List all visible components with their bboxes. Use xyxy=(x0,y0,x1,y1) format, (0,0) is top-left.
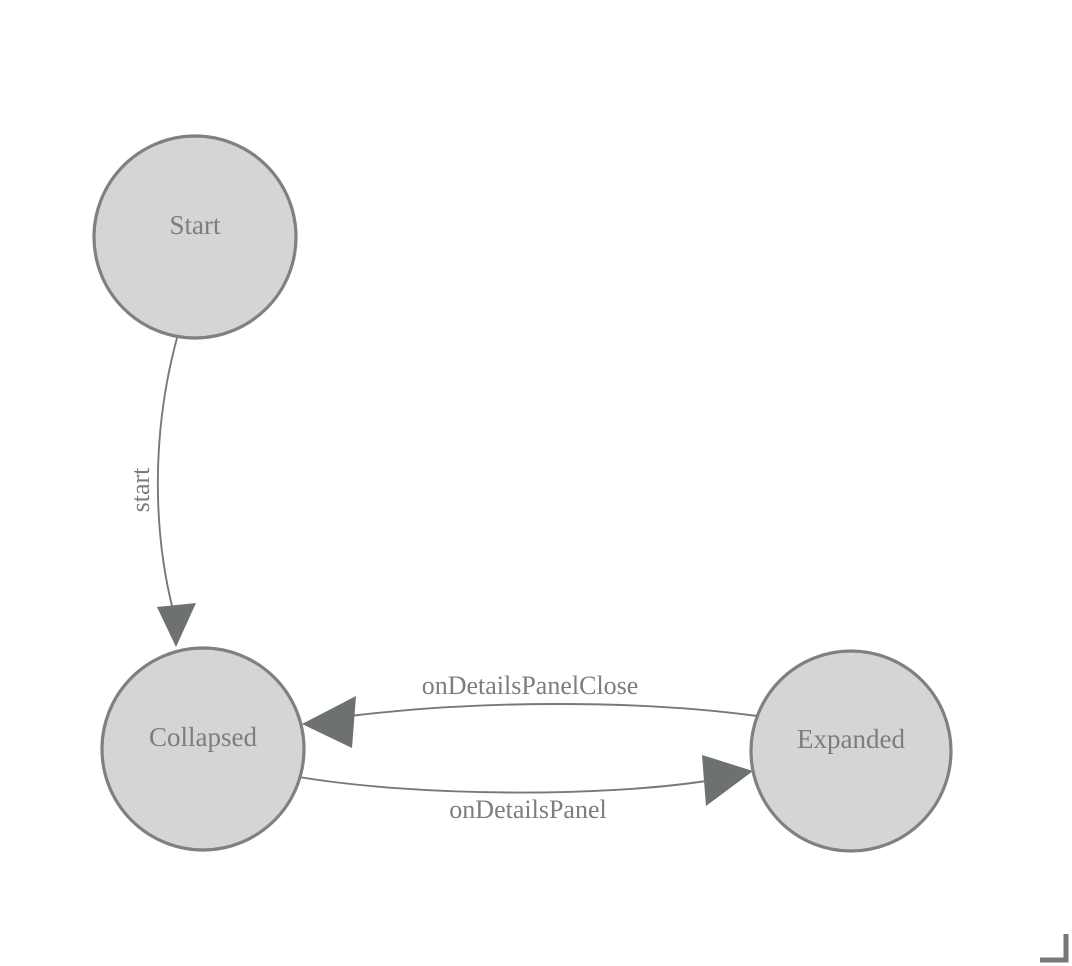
edge-path-collapsed-to-expanded xyxy=(298,776,707,794)
edge-expanded-to-collapsed[interactable]: onDetailsPanelClose xyxy=(302,671,758,748)
edge-label-start: start xyxy=(126,467,155,513)
arrowhead-into-expanded-left xyxy=(702,755,753,806)
edge-label-on-details-panel-close: onDetailsPanelClose xyxy=(422,671,639,700)
node-expanded-circle xyxy=(749,649,953,853)
node-start-label: Start xyxy=(170,210,221,240)
edge-start-to-collapsed[interactable]: start xyxy=(126,337,196,647)
node-expanded-label: Expanded xyxy=(797,724,905,754)
edge-path-start-to-collapsed xyxy=(156,337,178,615)
edge-collapsed-to-expanded[interactable]: onDetailsPanel xyxy=(298,755,753,824)
node-collapsed-circle xyxy=(100,646,306,852)
resize-handle-icon[interactable] xyxy=(1040,934,1069,963)
edge-path-expanded-to-collapsed xyxy=(349,703,758,717)
node-start[interactable]: Start xyxy=(92,134,298,340)
node-start-circle xyxy=(92,134,298,340)
node-expanded[interactable]: Expanded xyxy=(749,649,953,853)
node-collapsed-label: Collapsed xyxy=(149,722,257,752)
arrowhead-into-collapsed-right xyxy=(302,696,356,748)
node-collapsed[interactable]: Collapsed xyxy=(100,646,306,852)
edge-label-on-details-panel: onDetailsPanel xyxy=(449,795,606,824)
arrowhead-into-collapsed-top xyxy=(157,603,196,647)
